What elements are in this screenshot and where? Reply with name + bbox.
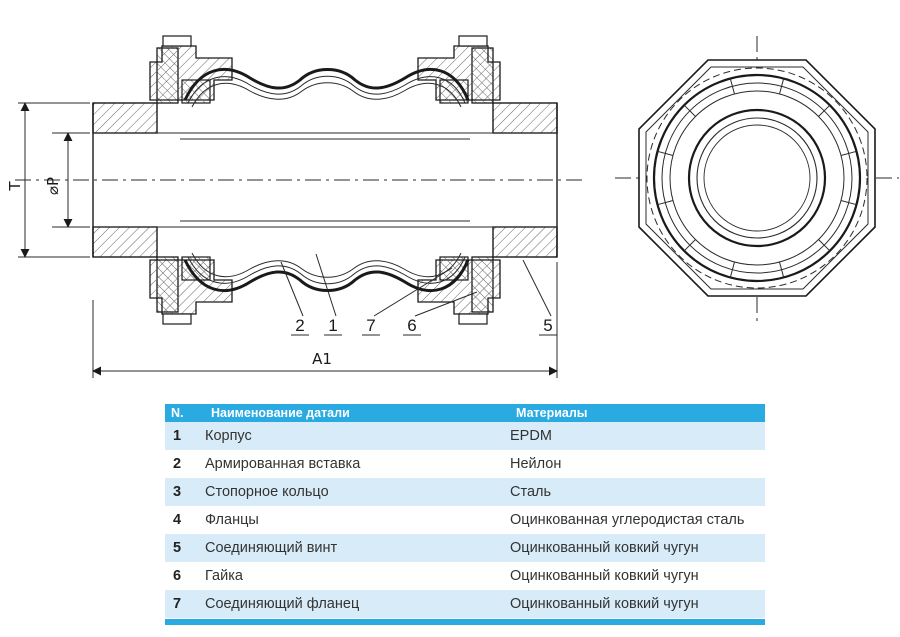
part-material: Нейлон [510,456,562,472]
callout-1: 1 [328,316,337,335]
part-material: EPDM [510,428,552,444]
bore-circle [687,108,827,248]
callout-6: 6 [407,316,416,335]
parts-table-header: N. Наименование датали Материалы [165,404,765,422]
dimension-a1: A1 [92,262,558,378]
part-material: Оцинкованная углеродистая сталь [510,512,745,528]
part-number: 1 [173,428,182,444]
segment-ticks [657,78,857,278]
part-number: 7 [173,596,182,612]
table-row: 4 Фланцы Оцинкованная углеродистая сталь [165,506,765,534]
header-col-material: Материалы [516,406,588,420]
callout-7: 7 [366,316,375,335]
part-name: Армированная вставка [205,456,361,472]
bolt-heads [162,35,488,325]
header-col-n: N. [171,406,184,420]
callout-5: 5 [543,316,552,335]
flange-ring-outer [652,73,862,283]
part-number: 5 [173,540,182,556]
octagon-outer [638,59,876,297]
table-row: 3 Стопорное кольцо Сталь [165,478,765,506]
part-name: Фланцы [205,512,259,528]
part-number: 6 [173,568,182,584]
technical-drawing: T ⌀P A1 2 1 7 6 [6,35,899,378]
table-row: 5 Соединяющий винт Оцинкованный ковкий ч… [165,534,765,562]
part-name: Соединяющий винт [205,540,338,556]
part-number: 2 [173,456,182,472]
part-name: Гайка [205,568,243,584]
table-row: 6 Гайка Оцинкованный ковкий чугун [165,562,765,590]
part-material: Оцинкованный ковкий чугун [510,596,699,612]
dim-p-label: ⌀P [44,177,62,195]
end-view [615,36,899,322]
side-section-view: T ⌀P A1 2 1 7 6 [6,35,585,378]
part-material: Сталь [510,484,552,500]
dimension-t: T [6,102,90,258]
table-footer-bar [165,619,765,625]
part-number: 4 [173,512,182,528]
callouts: 2 1 7 6 5 [280,253,557,336]
part-material: Оцинкованный ковкий чугун [510,540,699,556]
part-name: Соединяющий фланец [205,596,360,612]
part-name: Корпус [205,428,252,444]
dim-t-label: T [6,181,24,192]
part-material: Оцинкованный ковкий чугун [510,568,699,584]
header-col-name: Наименование датали [211,406,350,420]
parts-table: N. Наименование датали Материалы 1 Корпу… [165,404,765,625]
dimension-p: ⌀P [44,132,90,228]
dim-a1-label: A1 [312,350,332,368]
octagon-inner [645,66,869,290]
part-name: Стопорное кольцо [205,484,329,500]
table-row: 1 Корпус EPDM [165,422,765,450]
callout-2: 2 [295,316,304,335]
part-number: 3 [173,484,182,500]
table-row: 2 Армированная вставка Нейлон [165,450,765,478]
table-row: 7 Соединяющий фланец Оцинкованный ковкий… [165,590,765,618]
pipe-end-right [492,102,558,258]
